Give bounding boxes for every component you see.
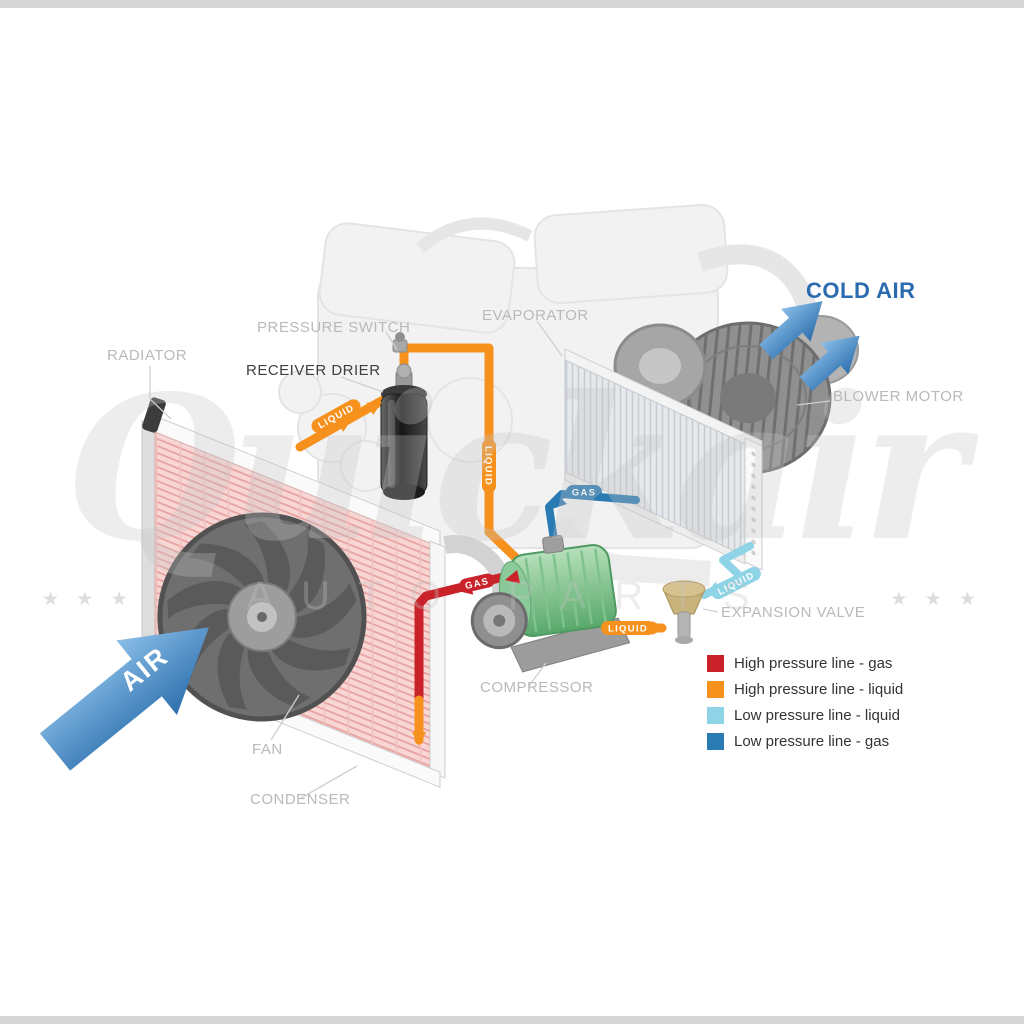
cold-air-arrows	[759, 301, 860, 392]
pipe-label-liquid-down: LIQUID	[482, 439, 496, 493]
air-arrow: AIR	[39, 627, 209, 771]
label-blower-motor: BLOWER MOTOR	[833, 388, 964, 405]
label-expansion-valve: EXPANSION VALVE	[721, 604, 866, 621]
pipe-label-gas-low: GAS	[566, 485, 602, 499]
legend-label-low-liquid: Low pressure line - liquid	[734, 707, 900, 724]
svg-text:LIQUID: LIQUID	[483, 446, 494, 486]
label-compressor: COMPRESSOR	[480, 679, 594, 696]
legend-row-high-liquid: High pressure line - liquid	[707, 681, 903, 698]
label-evaporator: EVAPORATOR	[482, 307, 589, 324]
svg-text:GAS: GAS	[464, 576, 490, 592]
expansion-valve-graphic	[662, 580, 706, 644]
receiver-drier-graphic	[380, 363, 428, 500]
legend-swatch-high-gas	[707, 655, 724, 672]
legend-label-high-liquid: High pressure line - liquid	[734, 681, 904, 698]
leader-lines	[149, 320, 831, 799]
compressor-graphic	[470, 534, 631, 673]
fan-graphic	[157, 512, 367, 722]
radiator-bracket	[142, 397, 166, 433]
legend-swatch-low-liquid	[707, 707, 724, 724]
legend-label-low-gas: Low pressure line - gas	[734, 733, 890, 750]
svg-text:LIQUID: LIQUID	[608, 624, 648, 635]
legend-swatch-high-liquid	[707, 681, 724, 698]
label-radiator: RADIATOR	[107, 347, 188, 364]
legend: High pressure line - gas High pressure l…	[707, 655, 903, 759]
legend-row-high-gas: High pressure line - gas	[707, 655, 903, 672]
label-pressure-switch: PRESSURE SWITCH	[257, 319, 411, 336]
label-condenser: CONDENSER	[250, 791, 351, 808]
top-border	[0, 0, 1024, 8]
bottom-border	[0, 1016, 1024, 1024]
legend-row-low-gas: Low pressure line - gas	[707, 733, 903, 750]
label-receiver-drier: RECEIVER DRIER	[246, 362, 381, 379]
label-fan: FAN	[252, 741, 283, 758]
pipe-label-gas-high: GAS	[459, 573, 495, 593]
legend-label-high-gas: High pressure line - gas	[734, 655, 893, 672]
legend-row-low-liquid: Low pressure line - liquid	[707, 707, 903, 724]
pipe-label-liquid-to-valve: LIQUID	[601, 621, 655, 635]
svg-text:GAS: GAS	[572, 488, 597, 499]
label-cold-air: COLD AIR	[806, 278, 916, 303]
legend-swatch-low-gas	[707, 733, 724, 750]
